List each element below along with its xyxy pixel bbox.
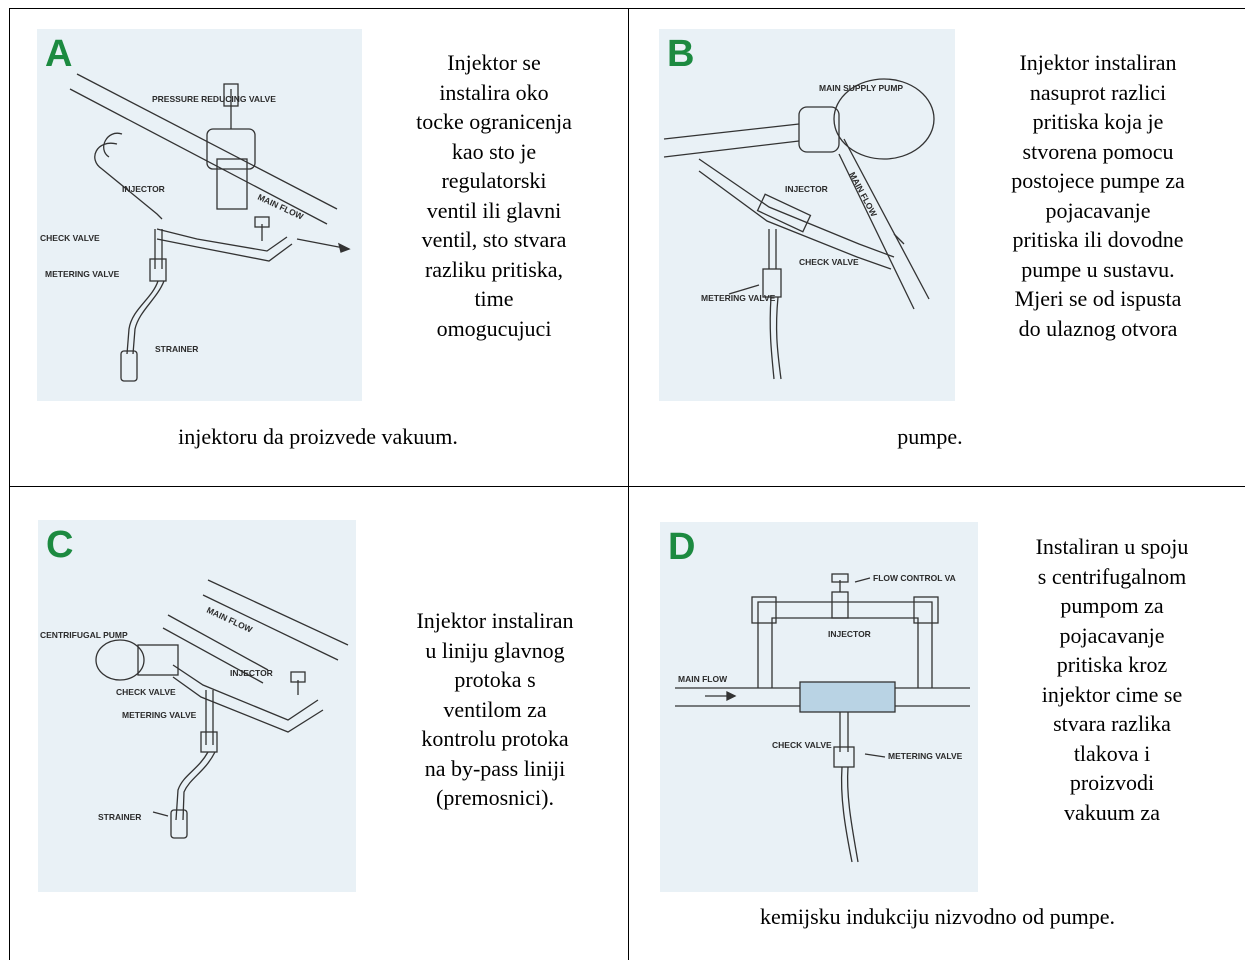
- text-line: Mjeri se od ispusta: [1014, 286, 1182, 311]
- text-line: pumpe u sustavu.: [1021, 256, 1175, 282]
- label-pump-b: MAIN SUPPLY PUMP: [819, 83, 903, 93]
- panel-a-text-last: injektoru da proizvede vakuum.: [9, 422, 627, 452]
- label-injector-a: INJECTOR: [122, 184, 165, 194]
- panel-d-text: Instaliran u spoju s centrifugalnom pump…: [982, 532, 1242, 827]
- text-line: vakuum za: [1064, 799, 1160, 825]
- label-prv: PRESSURE REDUCING VALVE: [152, 94, 276, 104]
- panel-b-text-last: pumpe.: [860, 422, 1000, 452]
- text-line: tocke ogranicenja: [416, 109, 572, 134]
- figure-a: A PRESSURE REDUCING VALVE INJECTOR: [37, 29, 362, 401]
- text-line: kao sto je: [451, 138, 537, 164]
- text-line: do ulaznog otvora: [1018, 315, 1178, 341]
- text-line: u liniju glavnog: [425, 637, 565, 663]
- text-line: pojacavanje: [1045, 197, 1151, 223]
- panel-a-text: Injektor se instalira oko tocke ogranice…: [366, 48, 622, 343]
- text-line: ventil, sto stvara: [421, 227, 567, 252]
- text-line: pritiska ili dovodne: [1012, 227, 1184, 252]
- label-metering-c: METERING VALVE: [122, 710, 197, 720]
- figure-b: B MAIN SUPPLY PUMP INJECTOR CHECK VALVE …: [659, 29, 955, 401]
- text-line: (premosnici).: [436, 785, 554, 810]
- text-line: protoka s: [454, 667, 536, 692]
- panel-c-text: Injektor instaliran u liniju glavnog pro…: [371, 606, 619, 813]
- label-check-c: CHECK VALVE: [116, 687, 176, 697]
- text-line: injektor cime se: [1041, 681, 1183, 707]
- label-strainer-a: STRAINER: [155, 344, 198, 354]
- label-fcv: FLOW CONTROL VA: [873, 573, 956, 583]
- text-line: stvorena pomocu: [1022, 138, 1174, 164]
- label-injector-b: INJECTOR: [785, 184, 828, 194]
- text-line: na by-pass liniji: [424, 755, 566, 781]
- text-line: Instaliran u spoju: [1035, 534, 1189, 559]
- label-pump-c: CENTRIFUGAL PUMP: [40, 630, 128, 640]
- label-check-d: CHECK VALVE: [772, 740, 832, 750]
- label-metering-d: METERING VALVE: [888, 751, 963, 761]
- label-strainer-c: STRAINER: [98, 812, 141, 822]
- label-metering-a: METERING VALVE: [45, 269, 120, 279]
- text-line: nasuprot razlici: [1029, 79, 1167, 105]
- figure-d: D FLOW CONTROL VA INJECTOR CHECK VALVE: [660, 522, 978, 892]
- text-line: injektoru da proizvede vakuum.: [178, 424, 458, 449]
- text-line: Injektor se: [447, 50, 541, 75]
- text-line: tlakova i: [1073, 740, 1151, 766]
- diagram-b: MAIN SUPPLY PUMP INJECTOR CHECK VALVE ME…: [663, 78, 935, 380]
- vertical-divider: [628, 8, 629, 960]
- text-line: Injektor instaliran: [1019, 50, 1177, 75]
- panel-letter-d: D: [668, 526, 696, 568]
- label-flow-d: MAIN FLOW: [678, 674, 728, 684]
- text-line: regulatorski: [441, 168, 547, 193]
- panel-d-text-last: kemijsku indukciju nizvodno od pumpe.: [630, 902, 1245, 932]
- label-injector-d: INJECTOR: [828, 629, 871, 639]
- label-flow-c: MAIN FLOW: [205, 605, 255, 635]
- panel-letter-c: C: [46, 524, 74, 566]
- text-line: ventilom za: [443, 696, 547, 722]
- text-line: omogucujuci: [436, 315, 552, 341]
- text-line: pojacavanje: [1059, 622, 1165, 648]
- text-line: pumpe.: [897, 424, 963, 449]
- horizontal-divider: [9, 486, 1245, 487]
- text-line: kemijsku indukciju nizvodno od pumpe.: [759, 904, 1116, 929]
- label-flow-b: MAIN FLOW: [847, 170, 879, 219]
- text-line: ventil ili glavni: [426, 197, 562, 223]
- text-line: postojece pumpe za: [1011, 168, 1185, 193]
- label-metering-b: METERING VALVE: [701, 293, 776, 303]
- diagram-a: PRESSURE REDUCING VALVE INJECTOR CHECK V…: [40, 73, 351, 382]
- text-line: Injektor instaliran: [416, 608, 574, 633]
- panel-letter-b: B: [667, 33, 695, 75]
- text-line: kontrolu protoka: [421, 726, 569, 751]
- text-line: stvara razlika: [1053, 711, 1171, 736]
- label-check-a: CHECK VALVE: [40, 233, 100, 243]
- text-line: instalira oko: [439, 79, 549, 105]
- panel-letter-a: A: [45, 33, 73, 75]
- label-check-b: CHECK VALVE: [799, 257, 859, 267]
- text-line: razliku pritiska,: [424, 256, 564, 282]
- label-injector-c: INJECTOR: [230, 668, 273, 678]
- text-line: pritiska koja je: [1032, 109, 1164, 134]
- panel-b-text: Injektor instaliran nasuprot razlici pri…: [955, 48, 1241, 343]
- text-line: s centrifugalnom: [1037, 563, 1187, 589]
- text-line: pumpom za: [1060, 593, 1164, 618]
- text-line: pritiska kroz: [1056, 652, 1168, 677]
- text-line: proizvodi: [1069, 770, 1155, 795]
- figure-c: C CENTRIFUGAL PUMP INJECTOR CHECK VALVE …: [38, 520, 356, 892]
- diagram-d: FLOW CONTROL VA INJECTOR CHECK VALVE MET…: [675, 573, 970, 863]
- text-line: time: [474, 286, 514, 311]
- diagram-c: CENTRIFUGAL PUMP INJECTOR CHECK VALVE ME…: [40, 579, 349, 839]
- table-grid: [9, 8, 1245, 960]
